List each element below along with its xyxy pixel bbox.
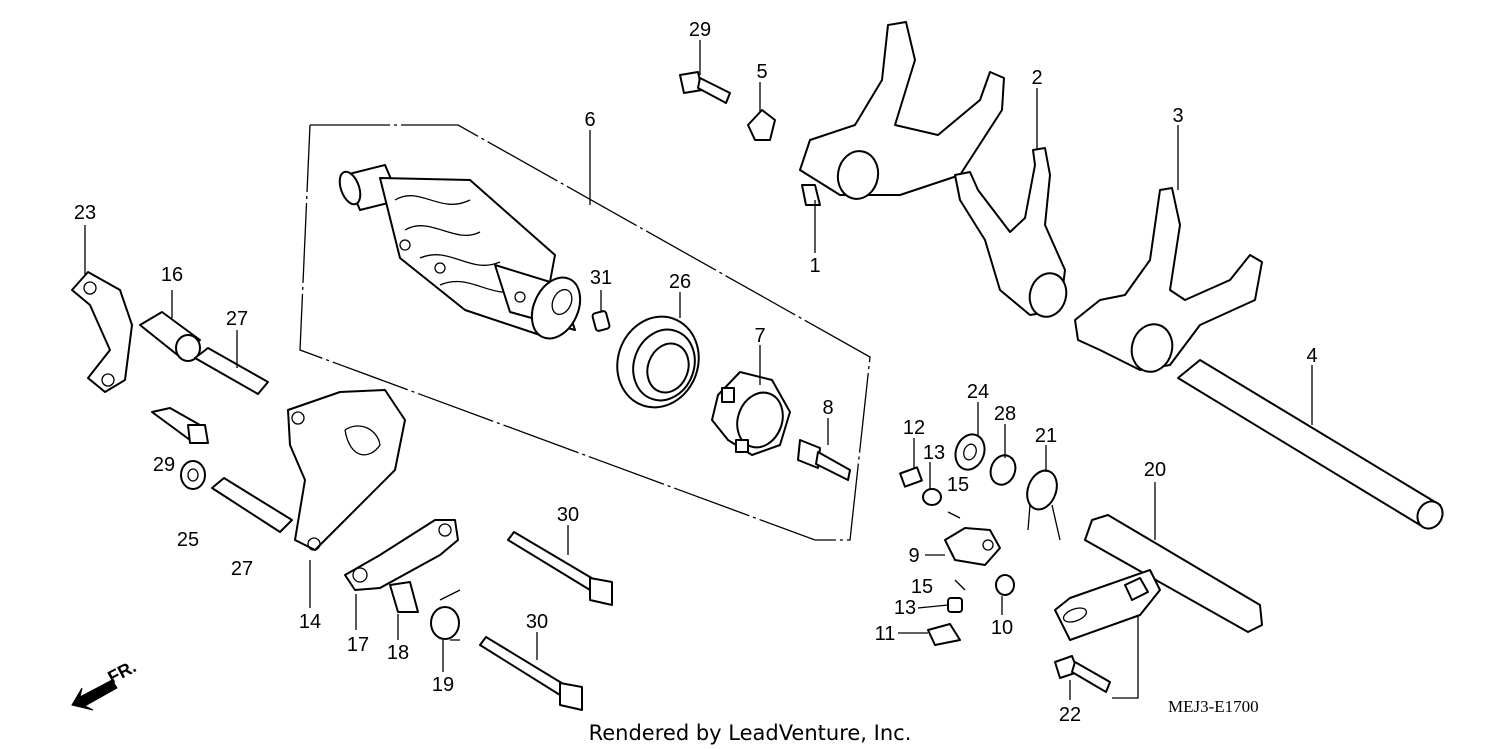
callout-29b: 29 bbox=[153, 454, 175, 476]
shift-fork-3 bbox=[1074, 187, 1263, 373]
callout-14: 14 bbox=[299, 611, 321, 633]
callout-1: 1 bbox=[809, 255, 820, 277]
drum-pin bbox=[591, 310, 611, 332]
pin-27b bbox=[211, 477, 293, 533]
assembly-outline bbox=[299, 124, 871, 541]
callout-7: 7 bbox=[754, 325, 765, 347]
callouts: 1 2 3 4 5 6 7 8 9 10 11 12 13 13 14 15 1… bbox=[74, 19, 1318, 726]
callout-15b: 15 bbox=[911, 576, 933, 598]
collar-18 bbox=[389, 581, 419, 613]
callout-11: 11 bbox=[875, 623, 896, 645]
callout-10: 10 bbox=[991, 617, 1013, 639]
callout-19: 19 bbox=[432, 674, 454, 696]
bolt-30a bbox=[507, 531, 613, 606]
shift-arm-17 bbox=[344, 519, 459, 591]
callout-30a: 30 bbox=[557, 504, 579, 526]
drum-center-plate bbox=[711, 371, 791, 456]
washer-24 bbox=[954, 433, 986, 471]
leader-lines bbox=[84, 40, 1313, 700]
callout-13a: 13 bbox=[923, 442, 945, 464]
diagram-code: MEJ3-E1700 bbox=[1168, 697, 1259, 716]
top-bolt bbox=[679, 71, 731, 104]
callout-24: 24 bbox=[967, 381, 989, 403]
stopper-arm-23 bbox=[71, 271, 133, 393]
lock-plate bbox=[747, 109, 776, 141]
callout-21: 21 bbox=[1035, 425, 1057, 447]
spring-15b bbox=[954, 579, 966, 591]
callout-2: 2 bbox=[1031, 67, 1042, 89]
pin-27a bbox=[194, 347, 269, 395]
stopper-plate-14 bbox=[287, 389, 406, 551]
callout-29a: 29 bbox=[689, 19, 711, 41]
callout-4: 4 bbox=[1306, 345, 1317, 367]
shift-fork-2 bbox=[954, 147, 1068, 318]
callout-16: 16 bbox=[161, 264, 183, 286]
return-spring-19 bbox=[430, 589, 461, 641]
center-bolt bbox=[797, 439, 851, 481]
callout-30b: 30 bbox=[526, 611, 548, 633]
bolt-29-left bbox=[151, 407, 209, 444]
callout-15a: 15 bbox=[947, 474, 969, 496]
front-direction-arrow-icon: FR. bbox=[71, 656, 139, 711]
plunger-13a bbox=[922, 488, 942, 506]
callout-5: 5 bbox=[756, 61, 767, 83]
callout-28: 28 bbox=[994, 403, 1016, 425]
shift-drum bbox=[338, 164, 582, 340]
washer-25 bbox=[180, 460, 206, 490]
callout-23: 23 bbox=[74, 202, 96, 224]
callout-8: 8 bbox=[822, 397, 833, 419]
plunger-13b bbox=[947, 597, 963, 613]
callout-13b: 13 bbox=[894, 597, 916, 619]
callout-18: 18 bbox=[387, 642, 409, 664]
gearshift-spindle-20 bbox=[1054, 514, 1263, 641]
callout-31: 31 bbox=[590, 267, 612, 289]
pawl-11 bbox=[927, 623, 961, 646]
callout-6: 6 bbox=[584, 109, 595, 131]
callout-25: 25 bbox=[177, 529, 199, 551]
render-credit: Rendered by LeadVenture, Inc. bbox=[589, 721, 912, 745]
callout-27b: 27 bbox=[231, 558, 253, 580]
callout-20: 20 bbox=[1144, 459, 1166, 481]
bolt-30b bbox=[479, 636, 583, 711]
callout-9: 9 bbox=[908, 545, 919, 567]
bearing bbox=[616, 315, 700, 409]
bolt-22 bbox=[1054, 655, 1111, 693]
pawl-12 bbox=[899, 466, 923, 488]
collar-10 bbox=[995, 574, 1015, 596]
spring-21 bbox=[1026, 469, 1061, 541]
circlip-28 bbox=[989, 454, 1017, 486]
callout-3: 3 bbox=[1172, 105, 1183, 127]
fork-shaft bbox=[1177, 359, 1444, 530]
callout-27a: 27 bbox=[226, 308, 248, 330]
callout-22: 22 bbox=[1059, 704, 1081, 726]
spring-15a bbox=[947, 511, 961, 519]
callout-26: 26 bbox=[669, 271, 691, 293]
callout-17: 17 bbox=[347, 634, 369, 656]
collar-16 bbox=[139, 311, 201, 362]
stopper-9 bbox=[944, 527, 1001, 566]
callout-12: 12 bbox=[903, 417, 925, 439]
